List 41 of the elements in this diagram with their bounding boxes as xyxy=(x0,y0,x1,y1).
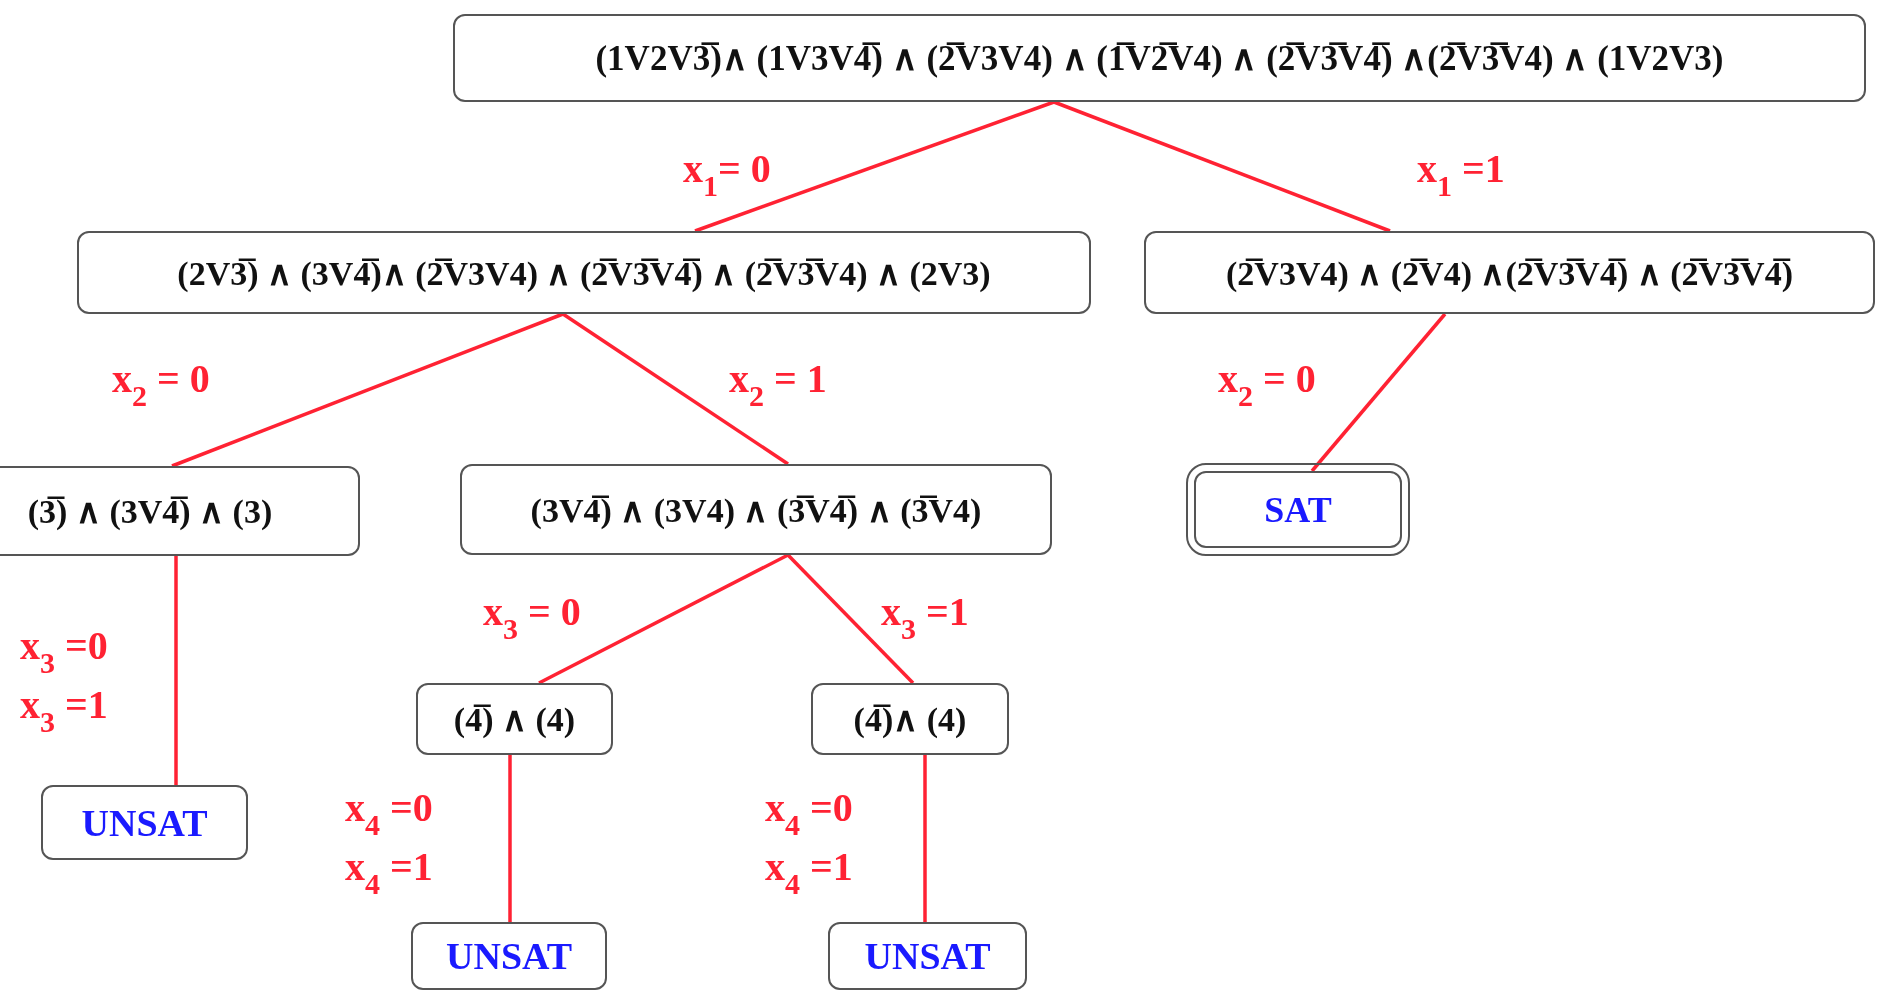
edge-label: x$_{3}$ =0 x$_{3}$ =1 xyxy=(20,622,109,740)
edge-label: x$_{4}$ =0 x$_{4}$ =1 xyxy=(345,784,434,902)
connector-line xyxy=(171,312,564,468)
connector-line xyxy=(923,755,927,922)
connector-line xyxy=(694,100,1055,233)
clause-box xyxy=(811,683,1009,755)
result-box xyxy=(41,785,248,860)
edge-label: x$_{2}$ = 1 xyxy=(729,355,827,414)
formula-text: (3V4̅) ∧ (3V4) ∧ (3̅V4̅) ∧ (3̅V4) xyxy=(530,490,982,530)
clause-box xyxy=(1144,231,1875,314)
connector-line xyxy=(174,556,178,785)
connector-line xyxy=(1310,312,1447,473)
result-box xyxy=(828,922,1027,990)
edge-label: x$_{1}$ =1 xyxy=(1417,145,1505,204)
formula-text: (3̅) ∧ (3V4̅) ∧ (3) xyxy=(27,492,273,531)
clause-box xyxy=(77,231,1091,314)
edge-label: x$_{3}$ = 0 xyxy=(483,588,581,647)
connector-line xyxy=(562,312,789,466)
connector-line xyxy=(786,553,915,685)
clause-box xyxy=(0,466,360,556)
formula-text: (1V2V3̅)∧ (1V3V4̅) ∧ (2̅V3V4) ∧ (1̅V2̅V4) ∧ (2̅V3̅V4̅) ∧(2̅V3̅V4) ∧ (1V2V3) xyxy=(595,37,1724,79)
formula-text: (2V3̅) ∧ (3V4̅)∧ (2̅V3V4) ∧ (2̅V3̅V4̅) ∧ (2̅V3̅V4) ∧ (2V3) xyxy=(177,253,991,293)
clause-box xyxy=(453,14,1866,102)
connector-line xyxy=(1053,100,1391,233)
result-text: UNSAT xyxy=(864,934,991,978)
formula-text: (4̅) ∧ (4) xyxy=(453,700,576,739)
result-text: UNSAT xyxy=(446,934,572,978)
connector-line xyxy=(508,755,512,922)
edge-label: x$_{2}$ = 0 xyxy=(1218,355,1316,414)
edge-label: x$_{4}$ =0 x$_{4}$ =1 xyxy=(765,784,854,902)
formula-text: (4̅)∧ (4) xyxy=(853,700,967,739)
connector-line xyxy=(538,553,789,685)
clause-box xyxy=(460,464,1052,555)
formula-text: (2̅V3V4) ∧ (2̅V4) ∧(2̅V3̅V4̅) ∧ (2̅V3̅V4̅) xyxy=(1226,253,1793,293)
result-text: SAT xyxy=(1264,488,1332,531)
result-text: UNSAT xyxy=(81,800,208,845)
clause-box xyxy=(416,683,613,755)
edge-label: x$_{3}$ =1 xyxy=(881,588,969,647)
edge-label: x$_{2}$ = 0 xyxy=(112,355,210,414)
edge-label: x$_{1}$= 0 xyxy=(683,145,771,204)
result-box xyxy=(411,922,607,990)
